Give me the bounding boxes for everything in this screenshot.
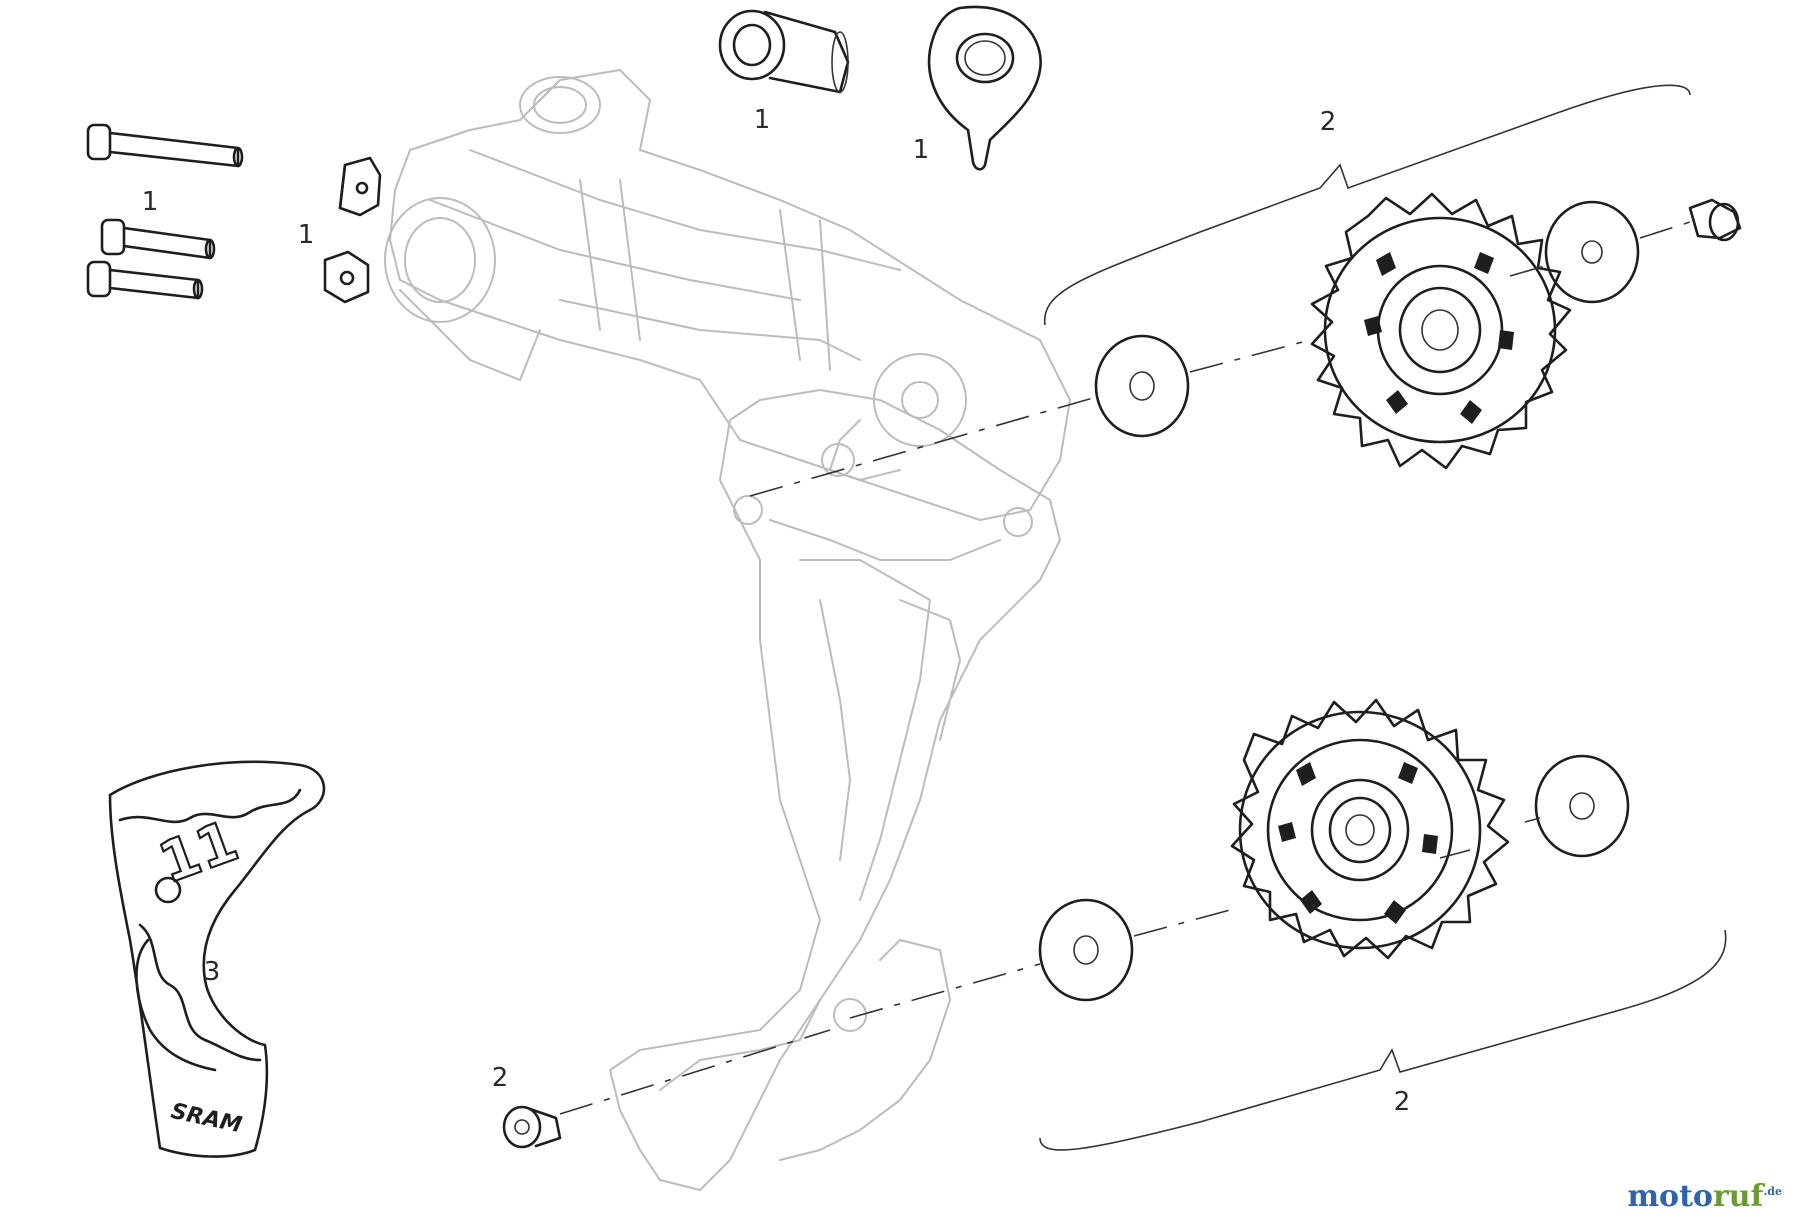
lower-pulley-brace [1039,929,1727,1151]
medium-bolt [100,218,216,260]
b-knuckle-bushing [718,9,850,94]
tab-washer [927,5,1042,171]
sram-logo: SRAM [169,1099,244,1138]
callout-tab-washer: 1 [913,135,930,165]
lower-pulley-wheel [1230,698,1510,960]
watermark-logo: motoruf.de [1627,1179,1782,1214]
watermark-tld: .de [1763,1185,1782,1198]
callout-lower-pulley: 2 [1394,1087,1411,1117]
long-bolt [86,123,244,168]
callout-cage-bolt: 2 [492,1063,509,1093]
cable-clamp-nut [338,156,382,217]
callout-upper-pulley: 2 [1320,107,1337,137]
upper-axis [749,221,1691,497]
hex-nut [323,250,370,304]
callout-bolts: 1 [142,187,159,217]
watermark-part1: moto [1627,1179,1713,1214]
upper-pulley-brace [1043,84,1691,326]
upper-pulley-washer-outer [1544,200,1640,304]
lower-cage-bolt [502,1105,562,1149]
lower-axis [559,817,1541,1115]
callout-nuts: 1 [298,220,315,250]
lower-pulley-washer-inner [1038,898,1134,1002]
upper-pulley-washer-inner [1094,334,1190,438]
upper-pulley-bolt [1688,198,1742,242]
derailleur-body-ghost [384,69,1071,1191]
upper-pulley-wheel [1310,192,1572,470]
callout-chain-guide: 3 [204,957,221,987]
short-bolt [86,260,204,300]
lower-pulley-washer-outer [1534,754,1630,858]
watermark-part2: ruf [1712,1179,1764,1214]
callout-bushing: 1 [754,105,771,135]
